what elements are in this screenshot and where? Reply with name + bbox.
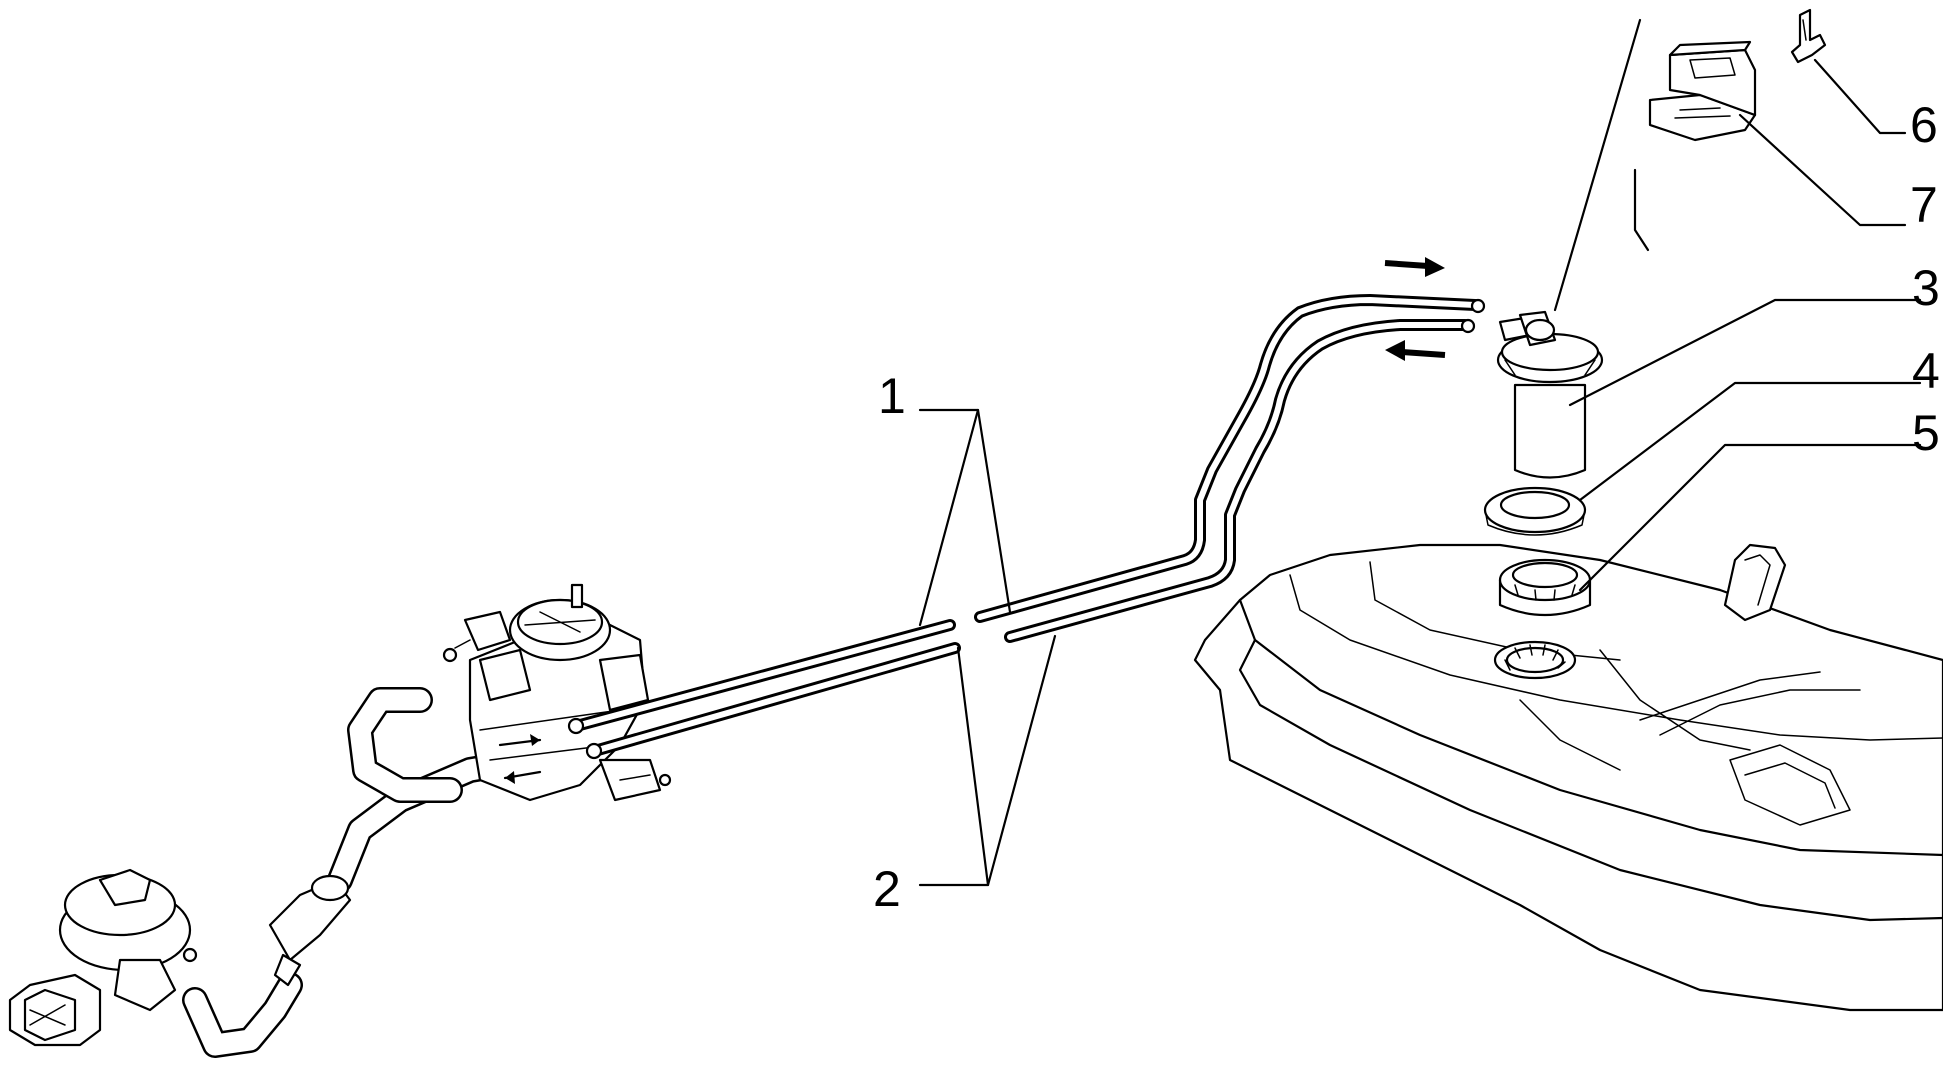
fuel-line-1-supply xyxy=(574,294,1481,731)
callout-6: 6 xyxy=(1910,97,1938,153)
sender-connection-line xyxy=(1553,18,1642,312)
callout-4: 4 xyxy=(1912,343,1940,399)
carburetor xyxy=(442,583,672,802)
callout-5: 5 xyxy=(1912,405,1940,461)
fuel-line-2-return xyxy=(592,319,1471,756)
connector-cover xyxy=(1648,40,1757,142)
retaining-clip xyxy=(1790,8,1827,64)
callout-2: 2 xyxy=(873,861,901,917)
inline-fuel-filter xyxy=(268,874,352,987)
callout-7: 7 xyxy=(1910,177,1938,233)
sender-lock-ring xyxy=(1498,558,1592,617)
callout-1: 1 xyxy=(878,368,906,424)
flow-arrow-icon xyxy=(1384,257,1446,361)
fuel-tank xyxy=(1193,543,1943,1012)
sender-connection-line xyxy=(1633,168,1650,252)
flow-arrow-icon xyxy=(498,734,542,784)
leader-lines xyxy=(918,58,1922,887)
fuel-level-sender-unit xyxy=(1460,298,1604,479)
sender-seal-gasket xyxy=(1483,486,1587,536)
callout-3: 3 xyxy=(1912,260,1940,316)
mechanical-fuel-pump xyxy=(8,868,198,1047)
